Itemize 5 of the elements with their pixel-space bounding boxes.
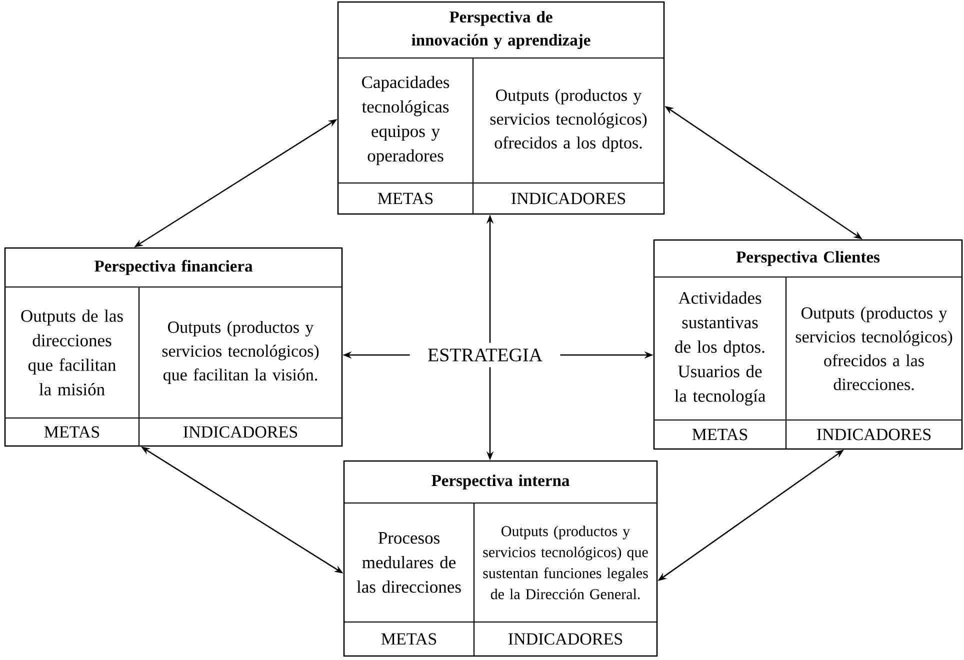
perspective-table: Perspectiva de innovación y aprendizaje Capacidades tecnológicas equipos y operadores Outputs (productos y servicios tecnológicos) ofrecidos a los dptos. METAS INDICADORES (337, 1, 665, 215)
perspective-table: Perspectiva interna Procesos medulares de las direcciones Outputs (productos y servicios tecnológicos) que sustentan funciones legales de la Dirección General. METAS INDICADORES (343, 460, 658, 657)
perspective-table: Perspectiva Clientes Actividades sustantivas de los dptos. Usuarios de la tecnología Outputs (productos y servicios tecnológicos) ofrecidos a las direcciones. METAS INDICADORES (653, 239, 963, 450)
perspective-table: Perspectiva financiera Outputs de las direcciones que facilitan la misión Outputs (productos y servicios tecnológicos) que facilitan la visión. METAS INDICADORES (4, 247, 343, 447)
strategy-label: ESTRATEGIA (428, 348, 542, 362)
